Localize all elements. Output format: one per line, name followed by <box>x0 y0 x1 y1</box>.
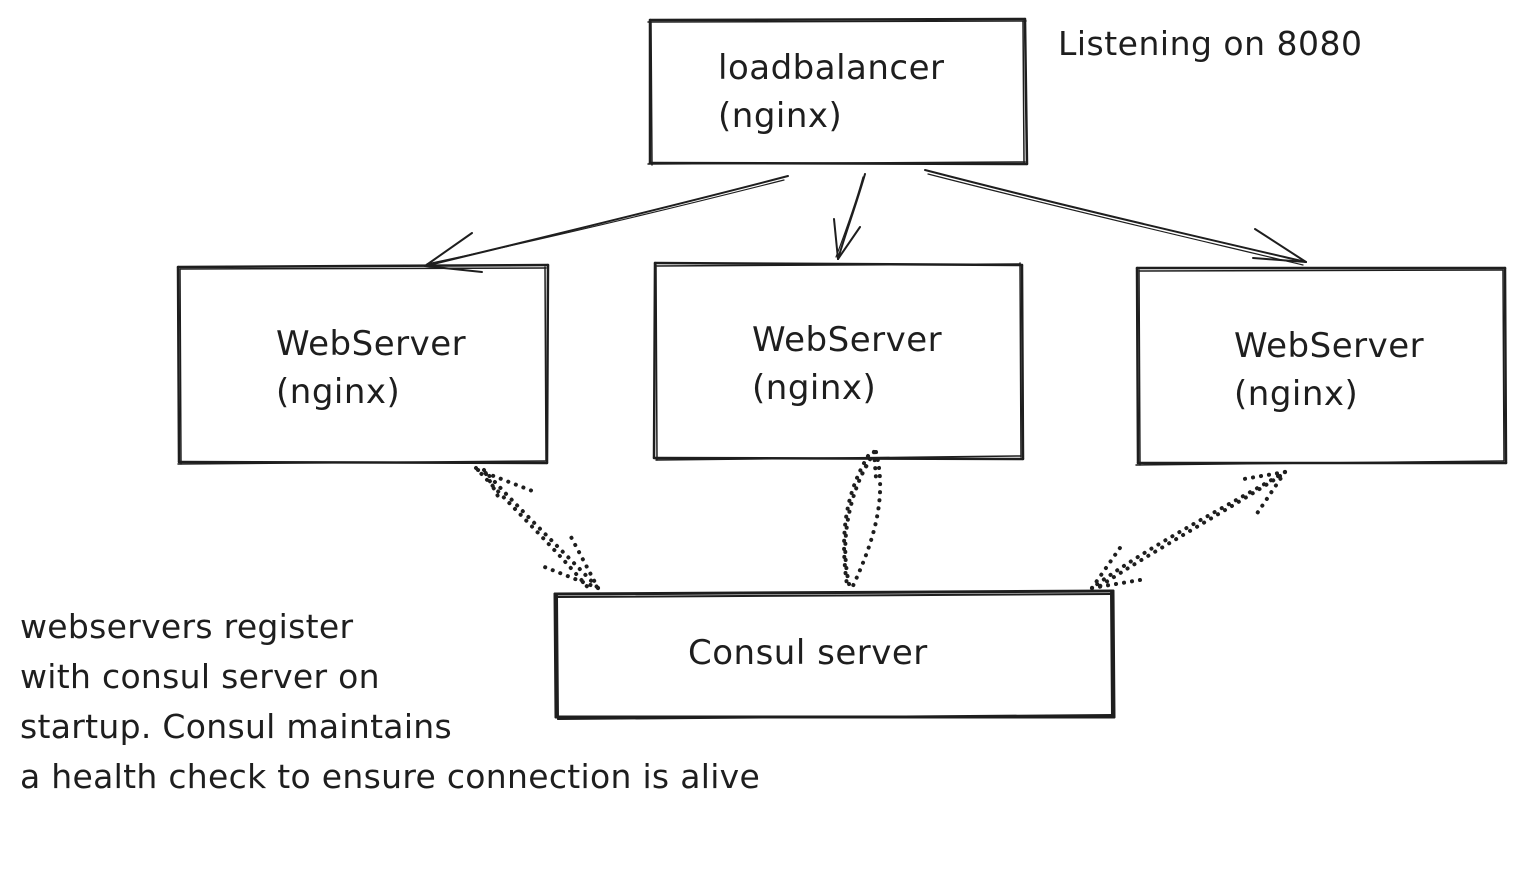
webserver-left-subtitle: (nginx) <box>276 372 401 412</box>
note-line: startup. Consul maintains <box>20 707 453 746</box>
webserver-center-title: WebServer <box>752 320 943 360</box>
loadbalancer-title: loadbalancer <box>718 48 945 88</box>
dotted-link-webserver-right-consul <box>1090 470 1287 590</box>
note-line: a health check to ensure connection is a… <box>20 757 761 796</box>
registration-note: webservers register with consul server o… <box>20 602 760 802</box>
webserver-center-node: WebServer (nginx) <box>752 316 942 412</box>
consul-server-title: Consul server <box>688 633 928 673</box>
arrow-lb-to-webserver-center <box>833 173 866 260</box>
loadbalancer-node: loadbalancer (nginx) <box>718 44 945 140</box>
webserver-left-title: WebServer <box>276 324 467 364</box>
note-line: with consul server on <box>20 657 380 696</box>
webserver-left-box[interactable] <box>176 263 550 465</box>
loadbalancer-box[interactable] <box>647 17 1029 166</box>
webserver-right-subtitle: (nginx) <box>1234 374 1359 414</box>
arrow-lb-to-webserver-left <box>424 175 789 273</box>
webserver-left-node: WebServer (nginx) <box>276 320 466 416</box>
webserver-right-node: WebServer (nginx) <box>1234 322 1424 418</box>
consul-server-box[interactable] <box>553 589 1116 720</box>
arrow-lb-to-webserver-right <box>924 169 1307 266</box>
webserver-center-box[interactable] <box>652 261 1025 461</box>
webserver-right-title: WebServer <box>1234 326 1425 366</box>
dotted-link-webserver-left-consul <box>474 466 600 592</box>
dotted-link-webserver-center-consul <box>842 450 883 590</box>
webserver-center-subtitle: (nginx) <box>752 368 877 408</box>
loadbalancer-subtitle: (nginx) <box>718 96 843 136</box>
webserver-right-box[interactable] <box>1135 266 1508 466</box>
listening-port-annotation: Listening on 8080 <box>1058 24 1363 63</box>
note-line: webservers register <box>20 607 354 646</box>
consul-server-node: Consul server <box>688 629 928 677</box>
